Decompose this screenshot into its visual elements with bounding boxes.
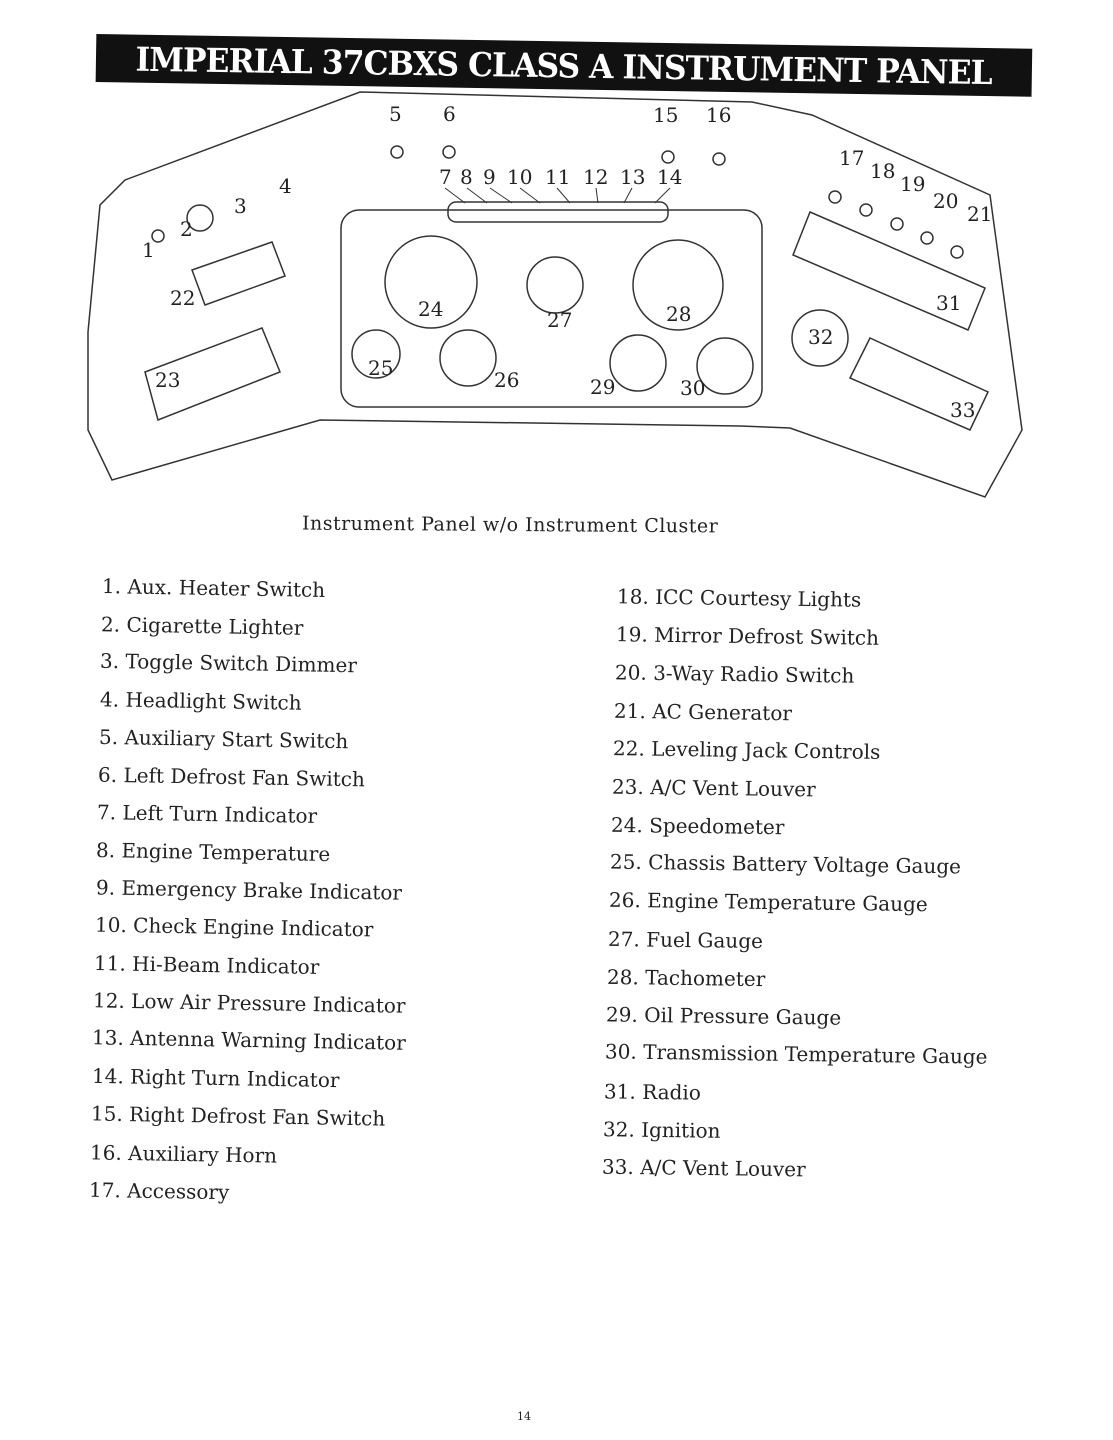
label-26: 26 <box>494 368 519 392</box>
label-14: 14 <box>657 165 682 189</box>
switch-circles <box>151 145 964 259</box>
fuel-gauge <box>526 256 584 314</box>
legend-item: 12. Low Air Pressure Indicator <box>93 987 406 1018</box>
page-number: 14 <box>517 1410 531 1423</box>
legend-item: 10. Check Engine Indicator <box>94 912 374 942</box>
legend-item: 23. A/C Vent Louver <box>611 774 816 802</box>
label-6: 6 <box>443 102 456 126</box>
legend-item: 6. Left Defrost Fan Switch <box>97 762 366 791</box>
indicator-bar <box>447 201 669 223</box>
legend-item: 8. Engine Temperature <box>96 837 331 866</box>
legend-item: 3. Toggle Switch Dimmer <box>100 649 358 678</box>
radio-box <box>792 211 986 331</box>
legend-item: 4. Headlight Switch <box>99 687 302 715</box>
voltage-gauge <box>351 329 401 379</box>
label-4: 4 <box>279 174 292 198</box>
label-32: 32 <box>808 325 833 349</box>
label-15: 15 <box>653 103 678 127</box>
legend-item: 17. Accessory <box>88 1177 230 1205</box>
transmission-temp-gauge <box>696 337 754 395</box>
legend-item: 20. 3-Way Radio Switch <box>614 660 855 688</box>
label-29: 29 <box>590 375 615 399</box>
label-30: 30 <box>680 376 705 400</box>
legend-item: 31. Radio <box>603 1079 702 1105</box>
label-17: 17 <box>839 146 864 170</box>
label-1: 1 <box>142 238 155 262</box>
indicator-leader-lines <box>444 187 671 204</box>
tachometer-gauge <box>632 239 724 331</box>
vent-louver-left <box>144 327 281 422</box>
label-20: 20 <box>933 189 958 213</box>
label-18: 18 <box>870 159 895 183</box>
legend-item: 21. AC Generator <box>613 698 793 726</box>
legend-item: 25. Chassis Battery Voltage Gauge <box>609 849 962 879</box>
legend-item: 16. Auxiliary Horn <box>89 1139 278 1168</box>
ignition <box>791 309 849 367</box>
legend-item: 32. Ignition <box>602 1117 721 1143</box>
legend-item: 15. Right Defrost Fan Switch <box>90 1101 386 1131</box>
legend-item: 1. Aux. Heater Switch <box>101 574 326 602</box>
legend-item: 22. Leveling Jack Controls <box>612 736 881 764</box>
oil-pressure-gauge <box>609 334 667 392</box>
label-24: 24 <box>418 297 443 321</box>
legend-item: 28. Tachometer <box>606 964 766 992</box>
label-31: 31 <box>936 291 961 315</box>
label-25: 25 <box>368 356 393 380</box>
label-16: 16 <box>706 103 731 127</box>
lighter <box>186 204 214 232</box>
label-21: 21 <box>967 202 992 226</box>
instrument-cluster-outline <box>340 209 763 408</box>
engine-temp-gauge <box>439 329 497 387</box>
label-7: 7 <box>439 165 452 189</box>
vent-louver-right <box>848 337 990 431</box>
legend-item: 9. Emergency Brake Indicator <box>95 874 402 905</box>
label-27: 27 <box>547 308 572 332</box>
label-12: 12 <box>583 165 608 189</box>
legend-item: 2. Cigarette Lighter <box>100 611 304 640</box>
legend-item: 5. Auxiliary Start Switch <box>98 724 349 753</box>
legend-item: 7. Left Turn Indicator <box>96 800 318 829</box>
legend-item: 33. A/C Vent Louver <box>601 1154 806 1182</box>
label-3: 3 <box>234 194 247 218</box>
legend-item: 29. Oil Pressure Gauge <box>605 1002 842 1030</box>
label-9: 9 <box>483 165 496 189</box>
label-22: 22 <box>170 286 195 310</box>
legend-item: 18. ICC Courtesy Lights <box>616 584 862 612</box>
legend-item: 24. Speedometer <box>610 812 785 840</box>
label-13: 13 <box>620 165 645 189</box>
diagram-caption: Instrument Panel w/o Instrument Cluster <box>301 512 719 538</box>
speedometer-gauge <box>384 235 478 329</box>
legend-item: 11. Hi-Beam Indicator <box>93 951 320 979</box>
label-11: 11 <box>545 165 570 189</box>
label-8: 8 <box>460 165 473 189</box>
label-10: 10 <box>507 165 532 189</box>
instrument-panel-diagram: 1 2 3 4 5 6 7 8 9 10 11 12 13 14 15 16 1… <box>87 91 1023 498</box>
label-5: 5 <box>389 102 402 126</box>
legend-item: 27. Fuel Gauge <box>607 926 764 954</box>
legend-item: 14. Right Turn Indicator <box>91 1063 340 1093</box>
diagram-labels: 1 2 3 4 5 6 7 8 9 10 11 12 13 14 15 16 1… <box>142 102 992 422</box>
legend-item: 19. Mirror Defrost Switch <box>615 622 880 650</box>
leveling-jack-box <box>191 241 286 306</box>
label-19: 19 <box>900 172 925 196</box>
label-28: 28 <box>666 302 691 326</box>
label-2: 2 <box>180 217 193 241</box>
legend-item: 26. Engine Temperature Gauge <box>608 887 928 917</box>
label-33: 33 <box>950 398 975 422</box>
label-23: 23 <box>155 368 180 392</box>
legend-item: 13. Antenna Warning Indicator <box>92 1025 407 1056</box>
panel-outline <box>87 91 1023 498</box>
legend-item: 30. Transmission Temperature Gauge <box>604 1039 988 1069</box>
